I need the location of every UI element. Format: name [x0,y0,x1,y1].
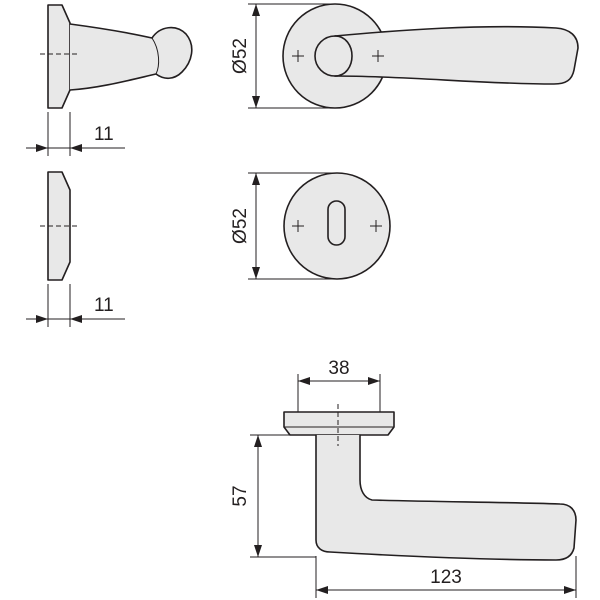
arrowhead [252,96,260,108]
arrowhead [564,586,576,594]
front-lever-inner-edge [334,35,353,77]
dim-handle-length: 123 [315,556,577,598]
arrowhead [70,315,82,323]
elevation-rose-plate [283,411,395,436]
arrowhead [70,144,82,152]
escutcheon-screw-right [370,220,382,232]
dim-rose-width: 38 [297,358,381,412]
side-view-escutcheon [40,171,80,281]
side-view-rose-lever [40,4,193,109]
dim-rose-diameter: Ø52 [230,3,335,109]
dim-label-57: 57 [230,485,251,506]
dim-escutcheon-diameter: Ø52 [230,172,337,280]
dim-label-diameter-middle: Ø52 [230,208,251,244]
dim-label-123: 123 [430,567,462,588]
elevation-view-lever [283,404,577,561]
keyhole-slot [327,200,346,246]
dim-side-rose-thickness: 11 [26,112,125,156]
side-rose-plate [47,4,71,109]
screw-mark-left [292,50,304,62]
arrowhead [316,586,328,594]
dim-handle-height: 57 [230,434,316,558]
elevation-lever [315,434,577,561]
arrowhead [252,173,260,185]
arrowhead [36,315,48,323]
arrowhead [368,377,380,385]
dim-label-diameter-top: Ø52 [230,38,251,74]
arrowhead [254,545,262,557]
side-lever-body [69,23,193,91]
dim-label-11-middle: 11 [94,295,114,316]
screw-mark-right [372,50,384,62]
front-view-rose-lever [282,3,579,109]
side-lever-knob-curve [151,37,160,75]
front-lever [334,25,579,85]
arrowhead [252,267,260,279]
dim-label-11-top: 11 [94,124,114,145]
arrowhead [254,435,262,447]
arrowhead [36,144,48,152]
dim-side-escutcheon-thickness: 11 [26,284,125,327]
front-view-escutcheon [283,172,391,280]
dim-label-38: 38 [328,358,349,379]
escutcheon-screw-left [292,220,304,232]
arrowhead [298,377,310,385]
arrowhead [252,4,260,16]
